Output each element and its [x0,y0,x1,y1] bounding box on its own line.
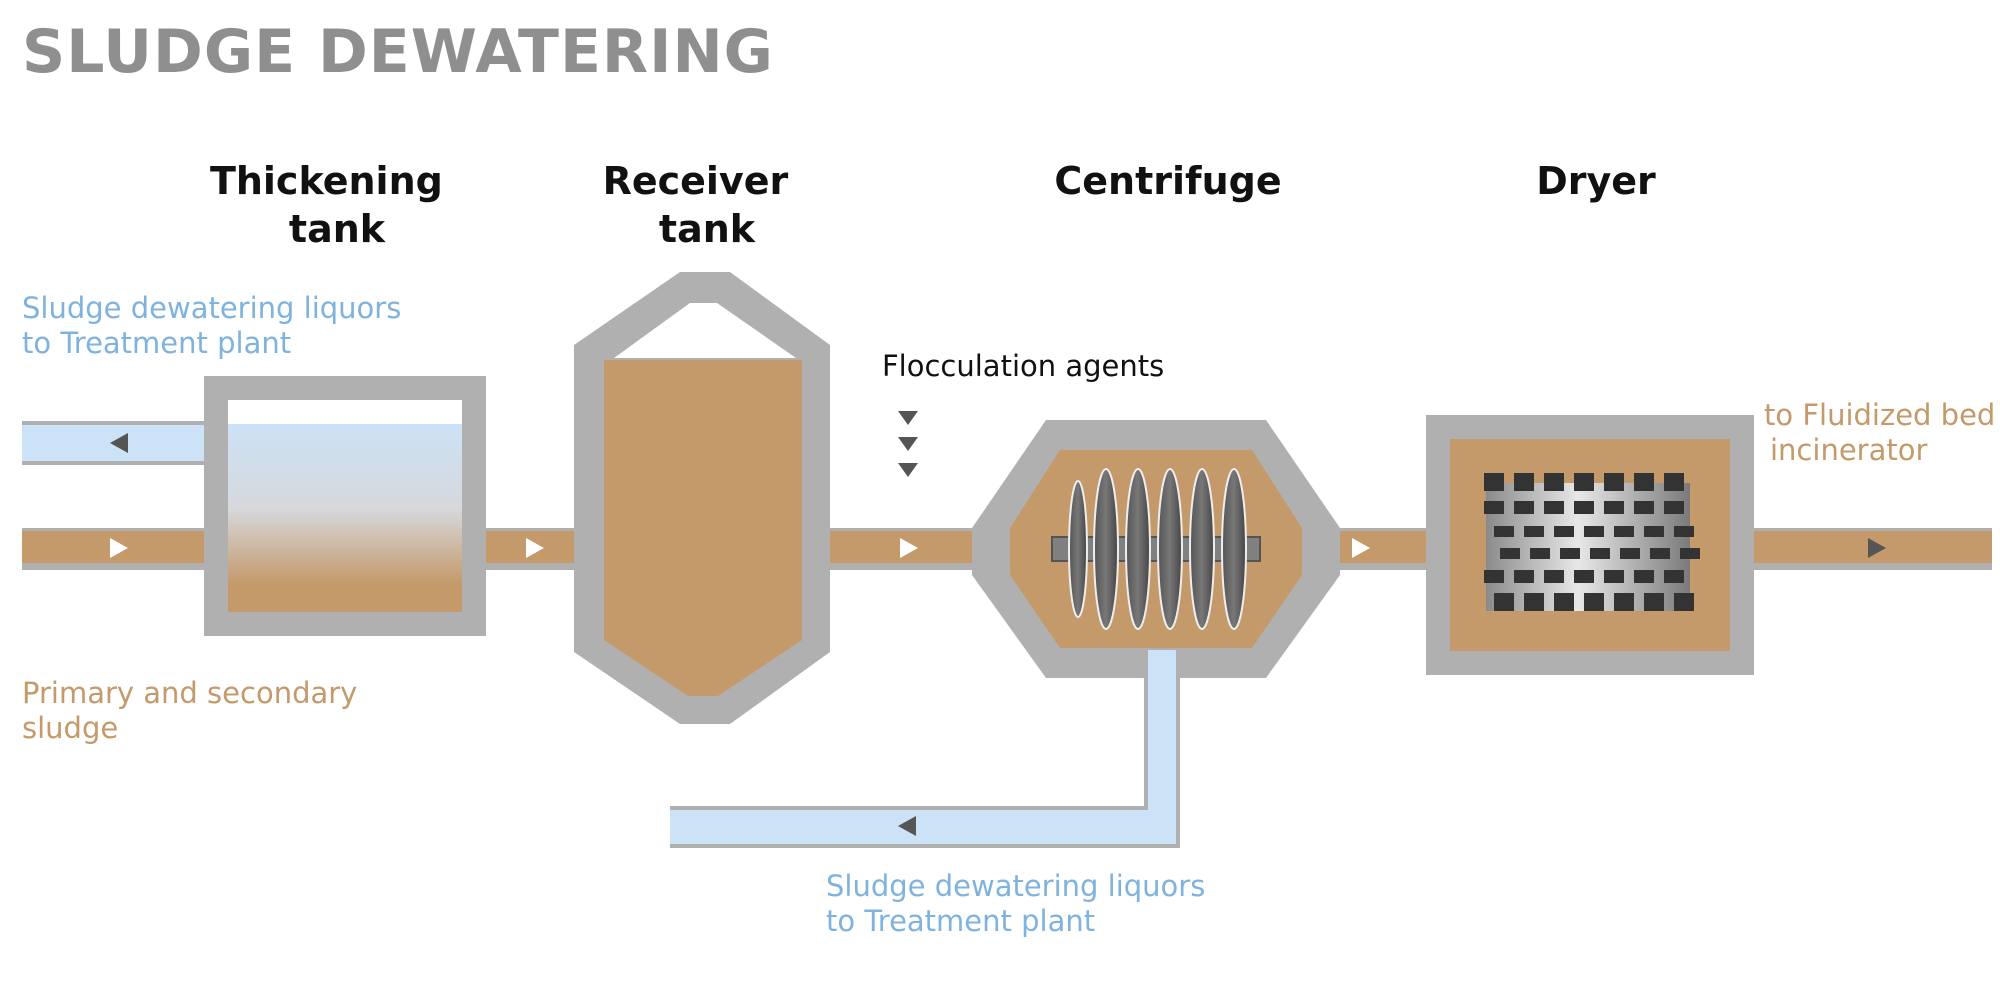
flow-arrow-right-icon [1352,538,1370,558]
page-title: SLUDGE DEWATERING [22,17,774,87]
receiver-tank-heading: Receiver tank [603,159,802,251]
thickening-tank-heading-line1: Thickening [210,159,443,203]
receiver-tank-heading-line1: Receiver [603,159,789,203]
flow-arrow-left-icon [898,816,916,836]
dryer-heading: Dryer [1536,159,1656,203]
output-label: to Fluidized bed incinerator [1764,398,2000,467]
liquors-top-label-line2: to Treatment plant [22,326,291,360]
sludge-input-label-line2: sludge [22,711,118,745]
flocculation-label: Flocculation agents [882,349,1164,383]
thickening-tank [204,376,486,636]
thickening-tank-heading-line2: tank [289,207,386,251]
flocculation-dosing-icon [898,411,918,477]
flow-arrow-right-icon [110,538,128,558]
liquors-top-label: Sludge dewatering liquors to Treatment p… [22,291,411,360]
output-label-line1: to Fluidized bed [1764,398,1995,432]
liquors-top-label-line1: Sludge dewatering liquors [22,291,401,325]
flow-arrow-left-icon [110,433,128,453]
sludge-input-label: Primary and secondary sludge [22,676,367,745]
liquors-bottom-label-line1: Sludge dewatering liquors [826,869,1205,903]
liquor-return-pipe-bottom [670,650,1180,848]
output-label-line2: incinerator [1770,433,1927,467]
dryer-drum-icon [1484,473,1700,611]
centrifuge [972,420,1340,678]
liquors-bottom-label: Sludge dewatering liquors to Treatment p… [826,869,1215,938]
liquors-bottom-label-line2: to Treatment plant [826,904,1095,938]
sludge-input-label-line1: Primary and secondary [22,676,357,710]
flow-arrow-right-icon [900,538,918,558]
receiver-tank-heading-line2: tank [659,207,756,251]
centrifuge-heading: Centrifuge [1054,159,1281,203]
dryer [1426,415,1754,675]
centrifuge-screw-icon [1068,468,1247,630]
thickening-tank-heading: Thickening tank [210,159,456,251]
flow-arrow-right-icon [526,538,544,558]
receiver-tank [574,272,830,724]
flow-arrow-right-icon [1868,538,1886,558]
